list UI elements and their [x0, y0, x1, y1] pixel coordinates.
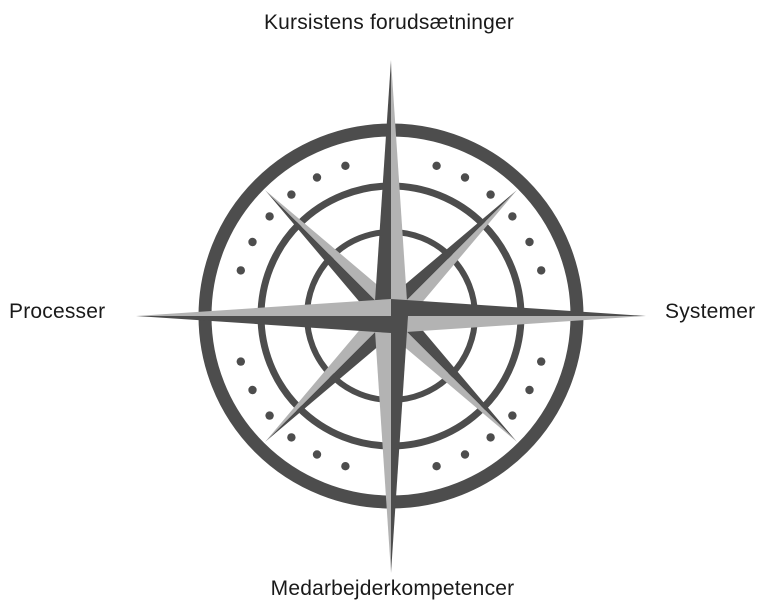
- ring-dot: [432, 162, 440, 170]
- ring-dot: [237, 266, 245, 274]
- ring-dot: [525, 238, 533, 246]
- ring-dot: [313, 450, 321, 458]
- ring-dot: [461, 173, 469, 181]
- ring-dot: [525, 386, 533, 394]
- ring-dot: [341, 162, 349, 170]
- ring-dot: [248, 386, 256, 394]
- ring-dot: [486, 190, 494, 198]
- ring-dot: [287, 190, 295, 198]
- ring-dot: [287, 433, 295, 441]
- ring-dot: [461, 450, 469, 458]
- ring-dot: [432, 462, 440, 470]
- ring-dot: [265, 411, 273, 419]
- ring-dot: [508, 212, 516, 220]
- compass-cardinal-points: [136, 60, 646, 573]
- ring-dot: [237, 357, 245, 365]
- ring-dot: [486, 433, 494, 441]
- ring-dot: [313, 173, 321, 181]
- ring-dot: [508, 411, 516, 419]
- ring-dot: [248, 238, 256, 246]
- ring-dot: [341, 462, 349, 470]
- ring-dot: [265, 212, 273, 220]
- ring-dot: [537, 266, 545, 274]
- ring-dot: [537, 357, 545, 365]
